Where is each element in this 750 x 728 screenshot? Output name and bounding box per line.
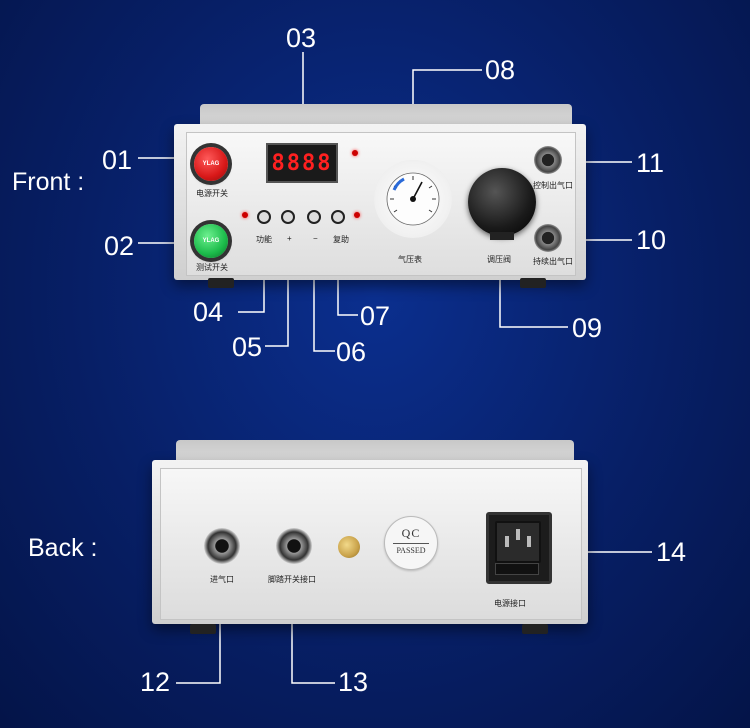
callout-05: 05 xyxy=(232,332,262,362)
foot-switch-label: 脚踏开关接口 xyxy=(268,574,316,585)
socket-pin-2 xyxy=(516,529,520,540)
callout-07: 07 xyxy=(360,301,390,331)
test-switch-button[interactable]: YLAG xyxy=(194,224,228,258)
callout-12: 12 xyxy=(140,667,170,697)
qc-sticker: QC PASSED xyxy=(384,516,438,570)
plus-button[interactable] xyxy=(281,210,295,224)
socket-pin-1 xyxy=(505,536,509,547)
control-outlet-fitting[interactable] xyxy=(534,146,562,174)
callout-02: 02 xyxy=(104,231,134,261)
continuous-outlet-label: 持续出气口 xyxy=(533,256,573,267)
qc-bottom-text: PASSED xyxy=(385,546,437,555)
back-foot-left xyxy=(190,624,216,634)
power-socket-label: 电源接口 xyxy=(494,598,526,609)
display-led xyxy=(352,150,358,156)
power-switch-button[interactable]: YLAG xyxy=(194,147,228,181)
callout-10: 10 xyxy=(636,225,666,255)
minus-button[interactable] xyxy=(307,210,321,224)
callout-11: 11 xyxy=(636,148,664,178)
callout-01: 01 xyxy=(102,145,132,175)
foot-switch-connector[interactable] xyxy=(276,528,312,564)
air-inlet-connector[interactable] xyxy=(204,528,240,564)
button-led-right xyxy=(354,212,360,218)
power-button-text: YLAG xyxy=(203,161,220,167)
pressure-regulator-knob[interactable] xyxy=(468,168,536,236)
assist-button-label: 复助 xyxy=(333,234,349,245)
qc-top-text: QC xyxy=(385,526,437,541)
callout-03: 03 xyxy=(286,23,316,53)
continuous-outlet-fitting[interactable] xyxy=(534,224,562,252)
air-inlet-label: 进气口 xyxy=(210,574,234,585)
front-foot-right xyxy=(520,278,546,288)
regulator-label: 调压阀 xyxy=(487,254,511,265)
assist-button[interactable] xyxy=(331,210,345,224)
pressure-gauge xyxy=(374,160,452,238)
callout-09: 09 xyxy=(572,313,602,343)
control-outlet-label: 控制出气口 xyxy=(533,180,573,191)
digital-display: 8888 xyxy=(266,143,338,183)
callout-06: 06 xyxy=(336,337,366,367)
button-led-left xyxy=(242,212,248,218)
test-switch-label: 测试开关 xyxy=(196,262,228,273)
gauge-dial-icon xyxy=(374,160,452,238)
socket-pin-3 xyxy=(527,536,531,547)
minus-button-label: − xyxy=(313,234,318,243)
callout-04: 04 xyxy=(193,297,223,327)
function-button[interactable] xyxy=(257,210,271,224)
power-socket[interactable] xyxy=(486,512,552,584)
plus-button-label: + xyxy=(287,234,292,243)
callout-14: 14 xyxy=(656,537,686,567)
socket-face xyxy=(495,521,541,563)
front-foot-left xyxy=(208,278,234,288)
regulator-collar xyxy=(490,232,514,240)
qc-divider xyxy=(393,543,429,544)
test-button-text: YLAG xyxy=(203,238,220,244)
fuse-drawer[interactable] xyxy=(495,563,539,575)
callout-08: 08 xyxy=(485,55,515,85)
back-foot-right xyxy=(522,624,548,634)
callout-13: 13 xyxy=(338,667,368,697)
brass-screw xyxy=(338,536,360,558)
power-switch-label: 电源开关 xyxy=(196,188,228,199)
gauge-label: 气压表 xyxy=(398,254,422,265)
front-label: Front : xyxy=(12,167,84,197)
back-label: Back : xyxy=(28,533,97,563)
function-button-label: 功能 xyxy=(256,234,272,245)
